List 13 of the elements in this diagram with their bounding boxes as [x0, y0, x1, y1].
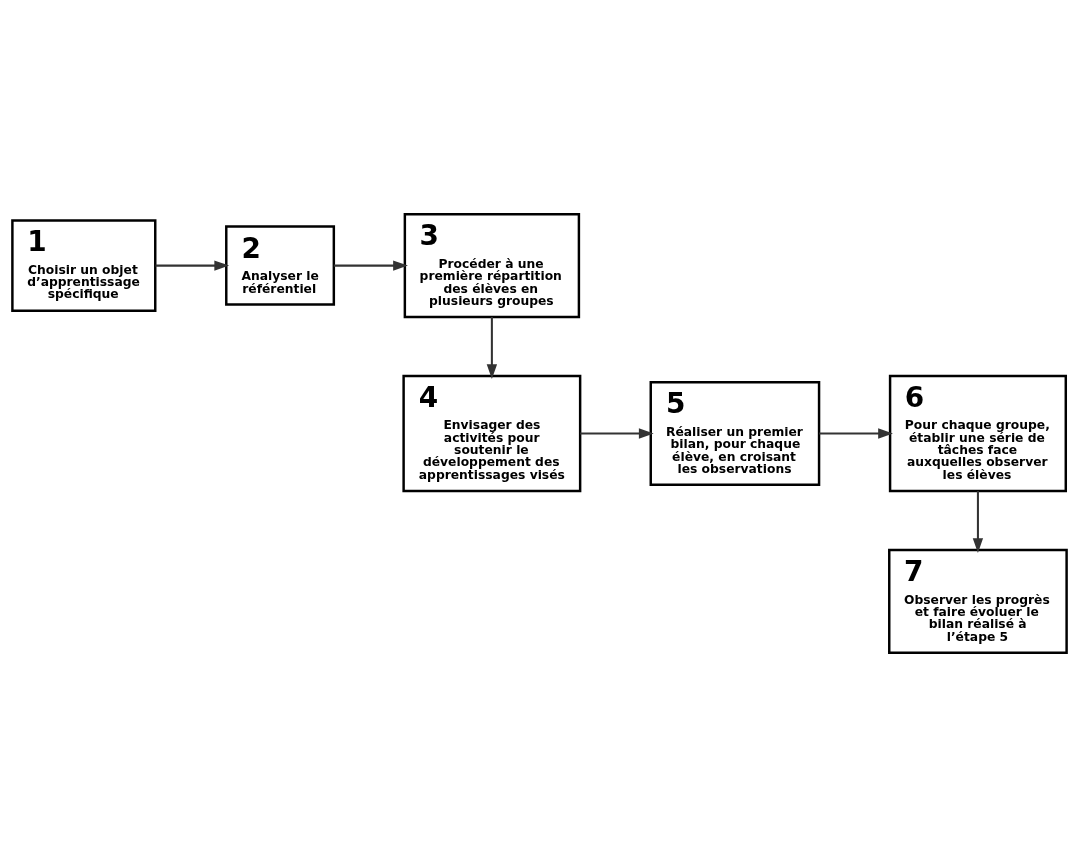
node-box: 2 Analyser le référentiel — [225, 225, 336, 306]
node-box: 4 Envisager des activités pour soutenir le développement des apprentissages visés — [402, 374, 582, 493]
node-box: 5 Réaliser un premier bilan, pour chaque élève, en croisant les observations — [649, 380, 821, 487]
arrow — [155, 260, 230, 271]
node-box: 3 Procéder à une première répartition des élèves en plusieurs groupes — [403, 213, 581, 319]
arrow — [972, 491, 984, 554]
arrow — [819, 428, 893, 439]
node-box: 1 Choisir un objet d’apprentissage spécifique — [11, 219, 157, 312]
arrow — [580, 428, 654, 439]
arrow — [333, 260, 408, 271]
node-box: 6 Pour chaque groupe, établir une série de tâches face auxquelles observer les élèves — [888, 374, 1067, 493]
arrow — [486, 317, 498, 380]
node-box: 7 Observer les progrès et faire évoluer le bilan réalisé à l’étape 5 — [888, 548, 1068, 654]
